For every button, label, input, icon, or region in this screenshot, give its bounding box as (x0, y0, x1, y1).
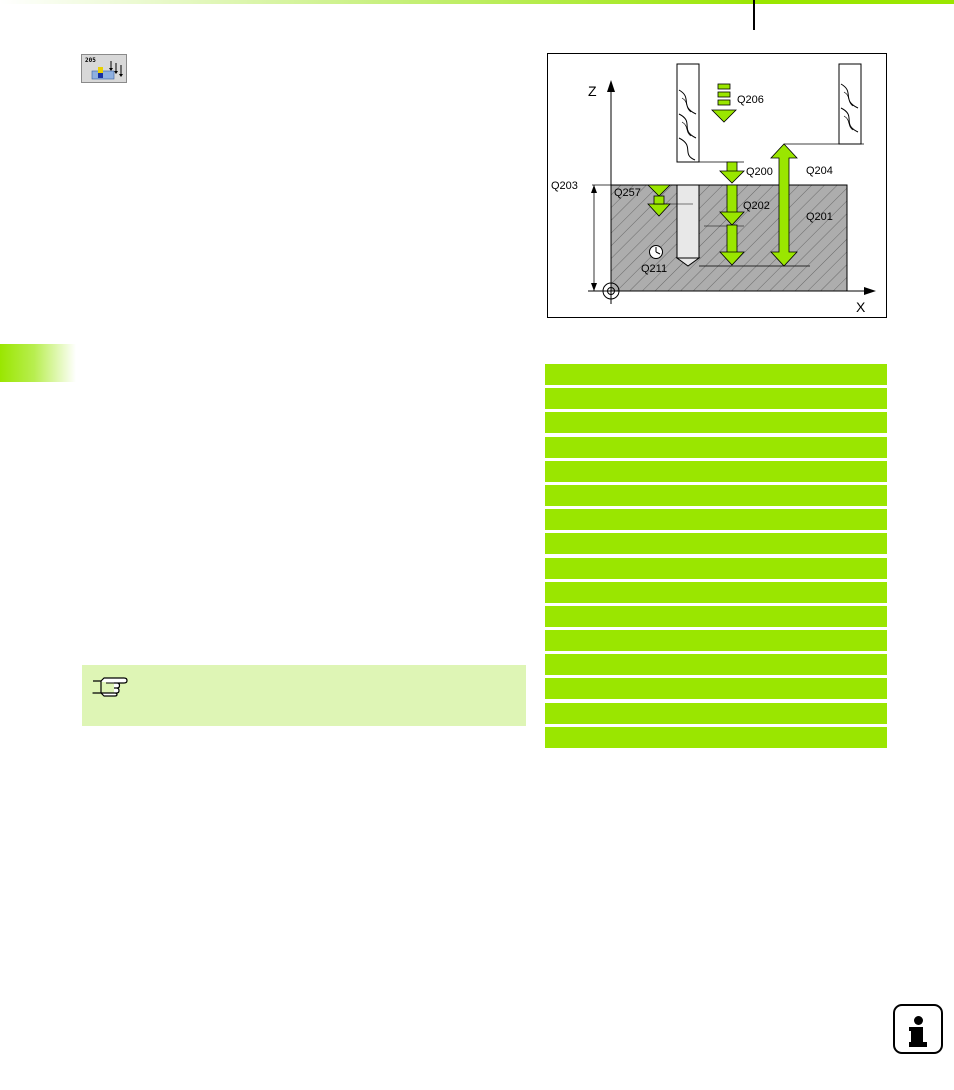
label-q204: Q204 (806, 165, 833, 177)
label-q206: Q206 (737, 94, 764, 106)
pointing-hand-icon (92, 675, 128, 702)
page-corner-mark (753, 0, 755, 30)
arrow-q202 (719, 184, 745, 266)
arrow-q204 (770, 143, 798, 267)
parameter-bar (545, 412, 887, 434)
parameter-bar (545, 726, 887, 748)
parameter-bar (545, 702, 887, 724)
parameter-bars (545, 364, 887, 751)
label-q211: Q211 (641, 263, 667, 275)
parameter-bar (545, 678, 887, 700)
drill-tool-left (676, 63, 700, 163)
label-q202: Q202 (743, 200, 770, 212)
cycle-number: 205 (85, 57, 96, 64)
deep-drilling-cycle-icon[interactable]: 205 (81, 54, 127, 83)
label-q200: Q200 (746, 166, 773, 178)
parameter-bar (545, 484, 887, 506)
parameter-bar (545, 388, 887, 410)
parameter-bar (545, 630, 887, 652)
parameter-bar (545, 605, 887, 627)
chapter-side-tab (0, 344, 76, 382)
parameter-bar (545, 581, 887, 603)
z-axis-label: Z (588, 83, 597, 99)
label-q203: Q203 (551, 180, 578, 192)
parameter-bar (545, 436, 887, 458)
parameter-bar (545, 533, 887, 555)
arrow-q257 (647, 184, 671, 217)
datum-symbol (602, 282, 620, 300)
arrow-q200 (719, 161, 745, 184)
label-q257: Q257 (614, 187, 641, 199)
drilled-hole (676, 184, 700, 259)
info-button[interactable] (893, 1004, 943, 1054)
label-q201: Q201 (806, 211, 833, 223)
arrow-q206 (711, 83, 737, 123)
drill-tool-right (838, 63, 862, 145)
parameter-bar (545, 509, 887, 531)
header-rule (0, 0, 954, 4)
parameter-bar (545, 654, 887, 676)
dwell-clock-icon (649, 245, 663, 259)
x-axis-label: X (856, 299, 866, 315)
parameter-bar (545, 460, 887, 482)
cycle-parameter-diagram: Z X Q203 (547, 53, 887, 318)
note-box (82, 665, 526, 726)
parameter-bar (545, 557, 887, 579)
parameter-bar (545, 364, 887, 385)
